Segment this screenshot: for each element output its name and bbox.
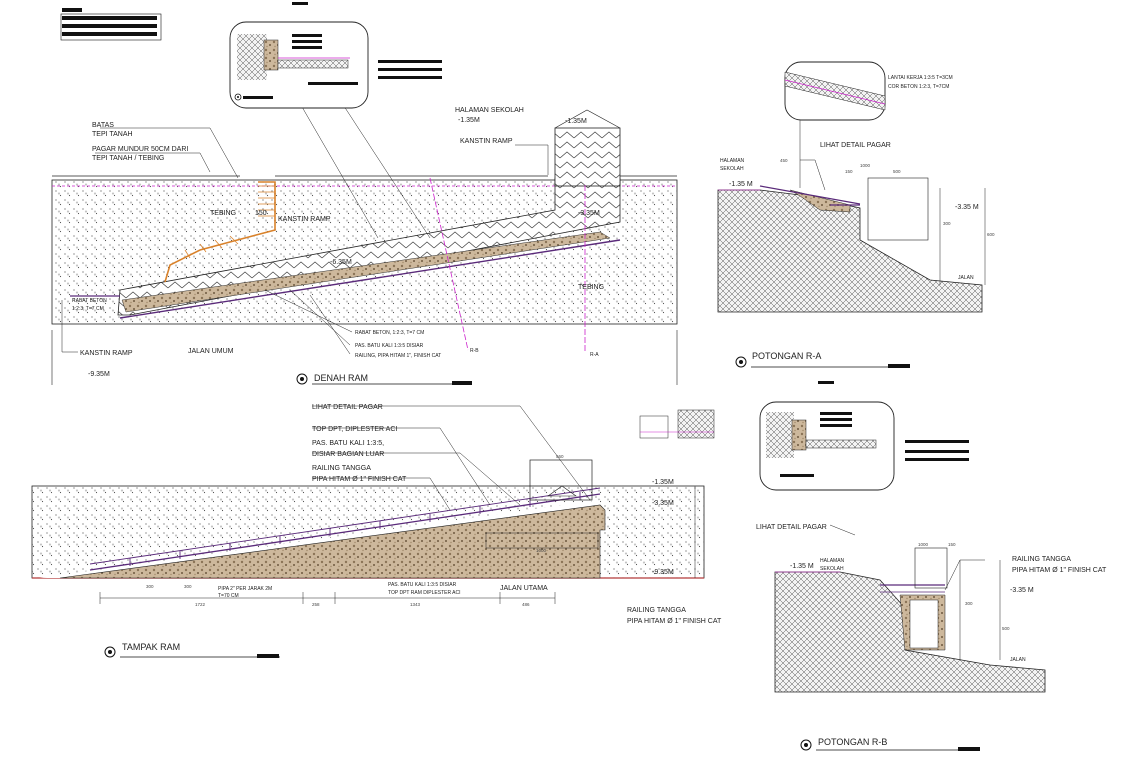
label-railing-rb-2: PIPA HITAM Ø 1" FINISH CAT bbox=[1012, 567, 1107, 574]
dim-rb-3: 500 bbox=[1002, 626, 1010, 631]
label-pas-batu-2: DISIAR BAGIAN LUAR bbox=[312, 451, 384, 458]
label-lvl-135-tampak: -1.35M bbox=[652, 479, 674, 486]
dim-ra-1: 450 bbox=[780, 158, 788, 163]
label-lvl-935-denah: -9.35M bbox=[88, 371, 110, 378]
dim-ra-5: 600 bbox=[987, 232, 995, 237]
label-top-dpt: TOP DPT, DIPLESTER ACI bbox=[312, 426, 397, 433]
dim-tampak-5: 300 bbox=[184, 584, 192, 589]
dim-tampak-4: 300 bbox=[146, 584, 154, 589]
label-kanstin-top: KANSTIN RAMP bbox=[460, 138, 513, 145]
label-lvl-335-tampak: -3.35M bbox=[652, 500, 674, 507]
dim-ra-2: 150 bbox=[845, 169, 853, 174]
label-railing-rb-1: RAILING TANGGA bbox=[1012, 556, 1071, 563]
label-railing-1: RAILING TANGGA bbox=[312, 465, 371, 472]
label-lvl-635: -6.35M bbox=[330, 259, 352, 266]
potongan-ra bbox=[717, 61, 986, 313]
note-railing: RAILING, PIPA HITAM 1", FINISH CAT bbox=[355, 353, 441, 359]
label-detail-pagar-ra: LIHAT DETAIL PAGAR bbox=[820, 142, 891, 149]
label-lvl-335-denah: -3.35M bbox=[578, 210, 600, 217]
denah-title: DENAH RAM bbox=[314, 373, 368, 383]
label-pipa-note-2: T=70 CM bbox=[218, 593, 239, 599]
tampak-elevation bbox=[31, 405, 705, 604]
label-cut-a: R-A bbox=[590, 352, 599, 358]
potongan-rb bbox=[759, 381, 1046, 693]
label-railing2-2: PIPA HITAM Ø 1" FINISH CAT bbox=[627, 618, 722, 625]
label-batas: BATAS bbox=[92, 122, 114, 129]
label-cor: COR BETON 1:2:3, T=7CM bbox=[888, 84, 949, 90]
label-lantai: LANTAI KERJA 1:3:5 T=3CM bbox=[888, 75, 953, 81]
label-pagar-1: PAGAR MUNDUR 50CM DARI bbox=[92, 146, 188, 153]
label-bottom-top-dpt: TOP DPT RAM DIPLESTER ACI bbox=[388, 590, 461, 596]
note-batu: PAS. BATU KALI 1:3:5 DISIAR bbox=[355, 343, 424, 349]
detail-bubble-denah bbox=[229, 2, 442, 109]
label-kanstin-mid: KANSTIN RAMP bbox=[278, 216, 331, 223]
label-pagar-2: TEPI TANAH / TEBING bbox=[92, 155, 164, 162]
label-lvl-135-box: -1.35M bbox=[565, 118, 587, 125]
label-lvl-335-rb: -3.35 M bbox=[1010, 587, 1034, 594]
label-halaman-ra-1: HALAMAN bbox=[720, 158, 745, 164]
dim-ra-3: 500 bbox=[893, 169, 901, 174]
title-marker-denah bbox=[296, 373, 472, 385]
dim-tampak-6: 560 bbox=[556, 454, 564, 459]
label-halaman: HALAMAN SEKOLAH bbox=[455, 107, 524, 114]
label-bottom-batu: PAS. BATU KALI 1:3:5 DISIAR bbox=[388, 582, 457, 588]
label-halaman-ra-2: SEKOLAH bbox=[720, 166, 744, 172]
label-kanstin-bottom: KANSTIN RAMP bbox=[80, 350, 133, 357]
label-halaman-rb-2: SEKOLAH bbox=[820, 566, 844, 572]
label-tebing-left: TEBING bbox=[210, 210, 236, 217]
label-pipa-note-1: PIPA 2" PER JARAK 2M bbox=[218, 586, 272, 592]
label-halaman-rb-1: HALAMAN bbox=[820, 558, 845, 564]
label-tepi-tanah: TEPI TANAH bbox=[92, 131, 133, 138]
legend-block bbox=[60, 8, 162, 41]
label-lvl-935-tampak: -9.35M bbox=[652, 569, 674, 576]
label-pas-batu-1: PAS. BATU KALI 1:3:5, bbox=[312, 440, 384, 447]
note-rabat: RABAT BETON, 1:2:3, T=7 CM bbox=[355, 330, 424, 336]
denah-plan bbox=[51, 99, 678, 385]
label-detail-pagar-tampak: LIHAT DETAIL PAGAR bbox=[312, 404, 383, 411]
label-rabat-2: 1:2:3, T=7 CM bbox=[72, 306, 104, 312]
tampak-title: TAMPAK RAM bbox=[122, 642, 180, 652]
label-lvl-135-rb: -1.35 M bbox=[790, 563, 814, 570]
dim-tampak-7: 1000 bbox=[536, 548, 547, 553]
label-jalan-umum: JALAN UMUM bbox=[188, 348, 234, 355]
label-lvl-335-ra: -3.35 M bbox=[955, 204, 979, 211]
dim-rb-2: 300 bbox=[965, 601, 973, 606]
label-cut-b: R-B bbox=[470, 348, 479, 354]
title-marker-tampak bbox=[104, 646, 280, 658]
mini-detail bbox=[639, 409, 715, 439]
label-railing-2: PIPA HITAM Ø 1" FINISH CAT bbox=[312, 476, 407, 483]
dim-tampak-2: 1343 bbox=[410, 602, 421, 607]
label-detail-pagar-rb: LIHAT DETAIL PAGAR bbox=[756, 524, 827, 531]
label-jalan-ra: JALAN bbox=[958, 275, 974, 281]
dim-rb-0: 1000 bbox=[918, 542, 929, 547]
label-lvl-135-denah: -1.35M bbox=[458, 117, 480, 124]
dim-tampak-1: 258 bbox=[312, 602, 320, 607]
label-jalan-utama: JALAN UTAMA bbox=[500, 585, 548, 592]
dim-rb-1: 150 bbox=[948, 542, 956, 547]
title-marker-rb bbox=[800, 739, 980, 751]
rb-title: POTONGAN R-B bbox=[818, 737, 887, 747]
dim-ra-0: 1000 bbox=[860, 163, 871, 168]
dim-ra-4: 300 bbox=[943, 221, 951, 226]
label-rabat-1: RABAT BETON bbox=[72, 298, 107, 304]
label-stair-num: 150 bbox=[255, 210, 267, 217]
label-railing2-1: RAILING TANGGA bbox=[627, 607, 686, 614]
dim-tampak-0: 1722 bbox=[195, 602, 206, 607]
label-lvl-135-ra: -1.35 M bbox=[729, 181, 753, 188]
title-marker-ra bbox=[735, 356, 910, 368]
ra-title: POTONGAN R-A bbox=[752, 351, 821, 361]
label-tebing-right: TEBING bbox=[578, 284, 604, 291]
label-jalan-rb: JALAN bbox=[1010, 657, 1026, 663]
dim-tampak-3: 486 bbox=[522, 602, 530, 607]
